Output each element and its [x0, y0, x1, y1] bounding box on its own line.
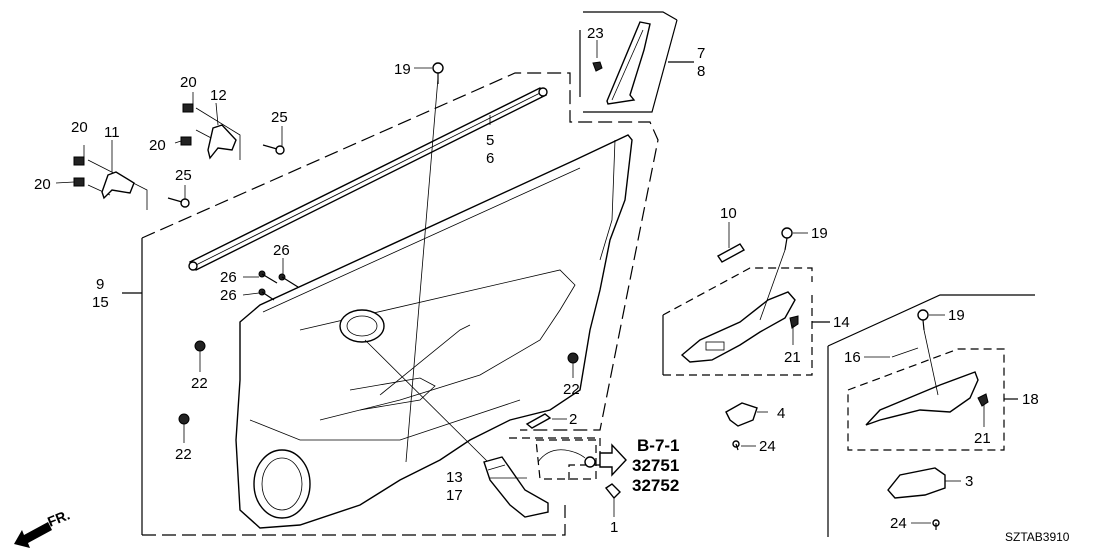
- callout-24-a: 24: [759, 438, 776, 455]
- screw-19-rear: [917, 309, 939, 396]
- callout-21-rear: 21: [974, 430, 991, 447]
- callout-9: 9: [96, 276, 104, 293]
- reference-section: B-7-1: [637, 436, 680, 455]
- callout-10: 10: [720, 205, 737, 222]
- bracket-12-part: [207, 124, 237, 160]
- callout-23: 23: [587, 25, 604, 42]
- bezel-4-part: [725, 402, 758, 427]
- reference-block: B-7-1 32751 32752: [632, 436, 680, 495]
- screw-24-a: [732, 440, 740, 451]
- clip-20-set: [73, 103, 194, 187]
- front-direction-indicator: FR.: [14, 506, 72, 548]
- callout-18: 18: [1022, 391, 1039, 408]
- callout-26-b: 26: [220, 269, 237, 286]
- screw-19-top: [432, 62, 444, 84]
- callout-17: 17: [446, 487, 463, 504]
- clip-21-rear: [977, 393, 989, 407]
- courtesy-light-socket: [537, 449, 596, 468]
- clip-23-part: [592, 61, 603, 72]
- mirror-garnish-part: [606, 21, 651, 105]
- callout-labels: 19 23 7 8 5 6 20 12 25 20 20 11 20 25 9 …: [34, 25, 1039, 536]
- screw-24-b: [932, 519, 940, 530]
- armrest-leader: [364, 339, 489, 463]
- callout-leaders: [55, 40, 985, 524]
- screw-25-set: [167, 144, 285, 208]
- callout-25-b: 25: [175, 167, 192, 184]
- callout-2: 2: [569, 411, 577, 428]
- sash-channel-part: [188, 87, 548, 271]
- screw-19-switch: [759, 227, 793, 321]
- callout-12: 12: [210, 87, 227, 104]
- callout-3: 3: [965, 473, 973, 490]
- screw-19-leader: [405, 77, 439, 463]
- switch-panel-group-outline: [662, 267, 830, 376]
- callout-25-a: 25: [271, 109, 288, 126]
- rear-switch-panel-part: [865, 371, 979, 426]
- callout-1: 1: [610, 519, 618, 536]
- callout-15: 15: [92, 294, 109, 311]
- callout-24-b: 24: [890, 515, 907, 532]
- callout-7: 7: [697, 45, 705, 62]
- callout-26-a: 26: [273, 242, 290, 259]
- pull-pocket-part: [483, 456, 549, 518]
- reference-part-1: 32751: [632, 456, 679, 475]
- garnish-16-part: [891, 347, 919, 358]
- switch-3-part: [887, 467, 946, 499]
- reference-part-2: 32752: [632, 476, 679, 495]
- garnish-10-part: [716, 243, 746, 263]
- arrow-to-reference: [599, 443, 627, 477]
- callout-13: 13: [446, 469, 463, 486]
- callout-26-c: 26: [220, 287, 237, 304]
- front-label: FR.: [45, 506, 72, 529]
- callout-4: 4: [777, 405, 785, 422]
- switch-panel-part: [680, 291, 796, 363]
- callout-5: 5: [486, 132, 494, 149]
- diagram-code: SZTAB3910: [1005, 530, 1070, 544]
- callout-14: 14: [833, 314, 850, 331]
- callout-6: 6: [486, 150, 494, 167]
- mirror-garnish-group-outline: [579, 11, 694, 113]
- callout-22-a: 22: [191, 375, 208, 392]
- callout-20-a: 20: [180, 74, 197, 91]
- door-lining-part: [235, 134, 633, 529]
- clip-21-switch: [789, 315, 799, 329]
- rear-switch-group-outline: [827, 294, 1035, 537]
- callout-11: 11: [104, 124, 120, 141]
- bulb-1-part: [604, 483, 621, 500]
- bracket-11-part: [101, 171, 135, 200]
- screw-26-set: [258, 270, 299, 301]
- door-lining-group-outline: [122, 72, 659, 536]
- callout-19-top: 19: [394, 61, 411, 78]
- callout-19-switch: 19: [811, 225, 828, 242]
- callout-21-switch: 21: [784, 349, 801, 366]
- callout-19-rear: 19: [948, 307, 965, 324]
- callout-22-b: 22: [175, 446, 192, 463]
- callout-16: 16: [844, 349, 861, 366]
- front-arrow-icon: [14, 522, 52, 548]
- callout-8: 8: [697, 63, 705, 80]
- callout-22-c: 22: [563, 381, 580, 398]
- cover-2-part: [525, 413, 552, 429]
- callout-20-c: 20: [71, 119, 88, 136]
- callout-20-d: 20: [34, 176, 51, 193]
- callout-20-b: 20: [149, 137, 166, 154]
